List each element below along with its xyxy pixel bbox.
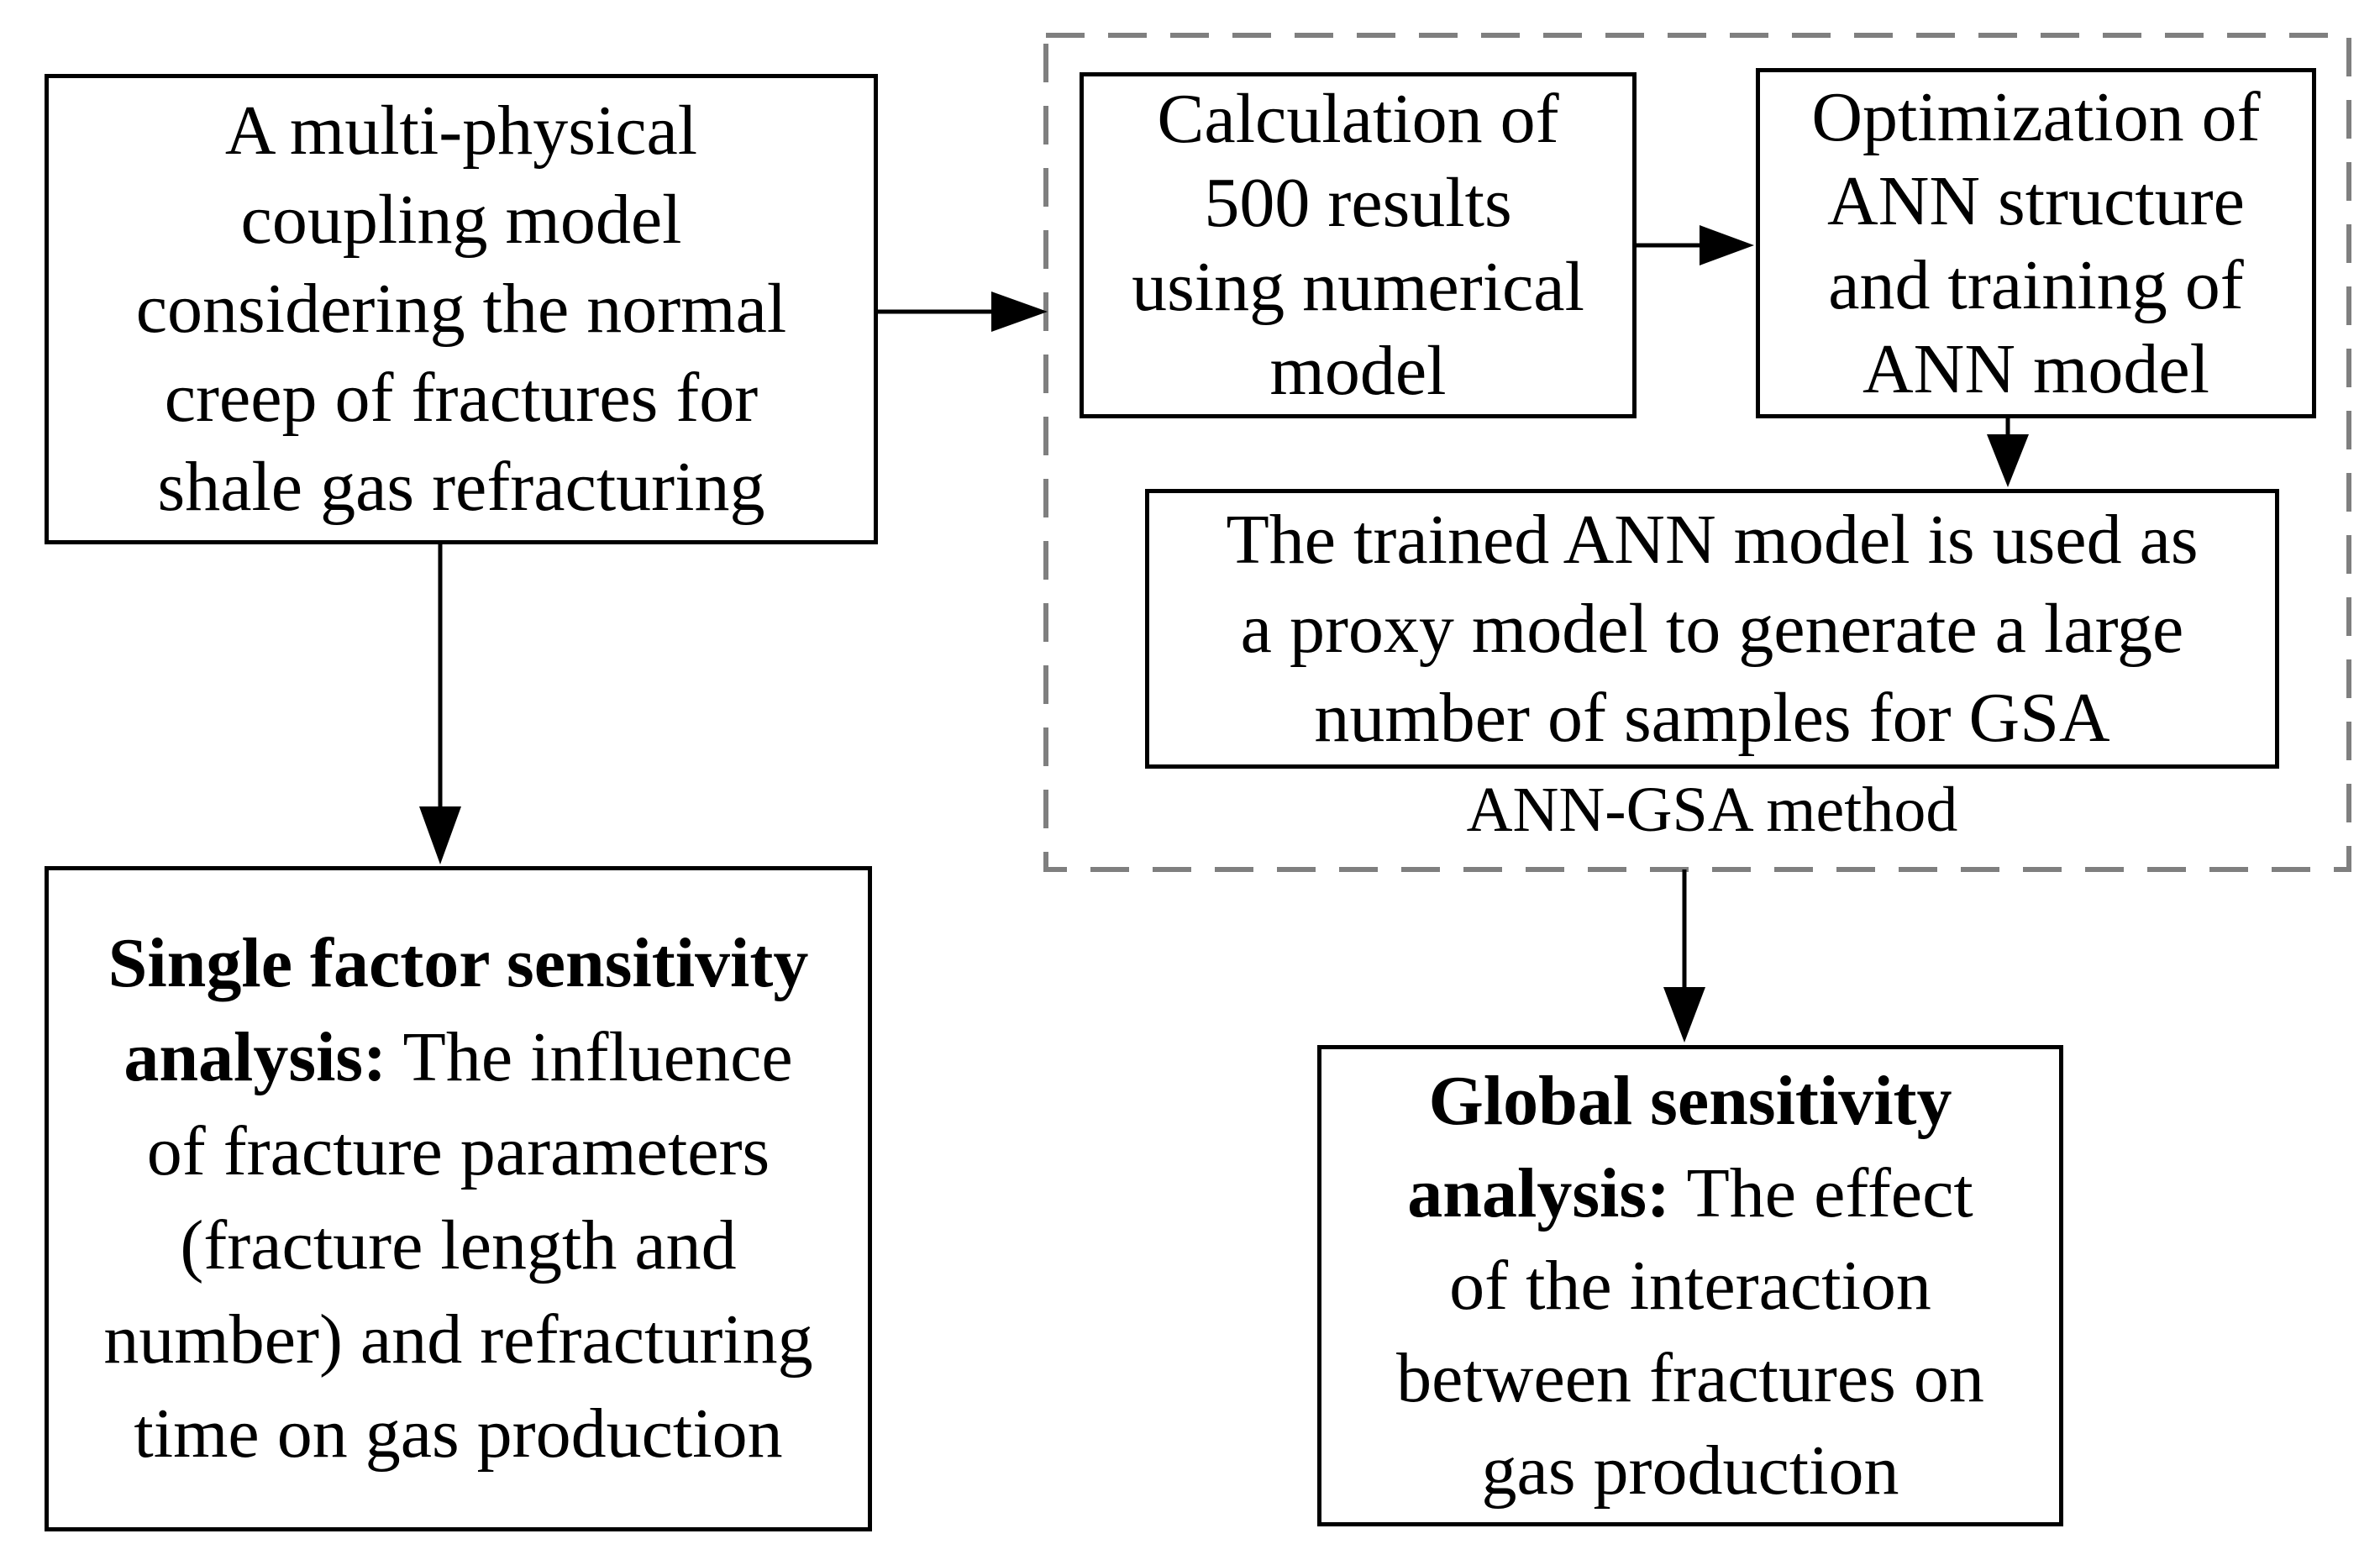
trained-ann-box: The trained ANN model is used as a proxy… bbox=[1145, 489, 2279, 769]
arrow-calculation-to-optimization bbox=[1637, 225, 1754, 265]
arrow-anngsa-to-global-head bbox=[1663, 987, 1705, 1043]
global-sensitivity-text: Global sensitivity analysis: The effect … bbox=[1396, 1055, 1984, 1517]
arrow-anngsa-to-global bbox=[1663, 869, 1705, 1043]
ann-gsa-method-label: ANN-GSA method bbox=[1145, 769, 2279, 850]
single-factor-rest-text: The influence of fracture parameters (fr… bbox=[103, 1018, 813, 1473]
ann-gsa-dashed-container bbox=[1043, 33, 2351, 872]
single-factor-bold-text: Single factor sensitivity analysis: bbox=[108, 924, 809, 1096]
ann-gsa-method-text: ANN-GSA method bbox=[1466, 774, 1958, 845]
multiphysical-model-text: A multi-physical coupling model consider… bbox=[135, 92, 787, 526]
arrow-model-to-calculation-head bbox=[991, 292, 1048, 332]
global-sensitivity-bold-text: Global sensitivity analysis: bbox=[1407, 1061, 1952, 1232]
arrow-optimization-to-trained bbox=[1987, 418, 2029, 487]
arrow-calculation-to-optimization-head bbox=[1700, 225, 1754, 265]
calculation-text: Calculation of 500 results using numeric… bbox=[1132, 80, 1584, 410]
arrow-model-to-single-factor bbox=[419, 544, 461, 864]
global-sensitivity-box: Global sensitivity analysis: The effect … bbox=[1317, 1045, 2063, 1526]
trained-ann-text: The trained ANN model is used as a proxy… bbox=[1226, 500, 2199, 757]
calculation-box: Calculation of 500 results using numeric… bbox=[1080, 72, 1637, 418]
arrow-optimization-to-trained-head bbox=[1987, 434, 2029, 487]
optimization-box: Optimization of ANN structure and traini… bbox=[1756, 68, 2316, 418]
optimization-text: Optimization of ANN structure and traini… bbox=[1811, 77, 2261, 408]
arrow-model-to-calculation bbox=[878, 292, 1048, 332]
global-sensitivity-rest-text: The effect of the interaction between fr… bbox=[1396, 1153, 1984, 1510]
single-factor-text: Single factor sensitivity analysis: The … bbox=[103, 917, 812, 1481]
multiphysical-model-box: A multi-physical coupling model consider… bbox=[45, 74, 878, 544]
single-factor-box: Single factor sensitivity analysis: The … bbox=[45, 866, 872, 1531]
arrow-model-to-single-factor-head bbox=[419, 806, 461, 864]
